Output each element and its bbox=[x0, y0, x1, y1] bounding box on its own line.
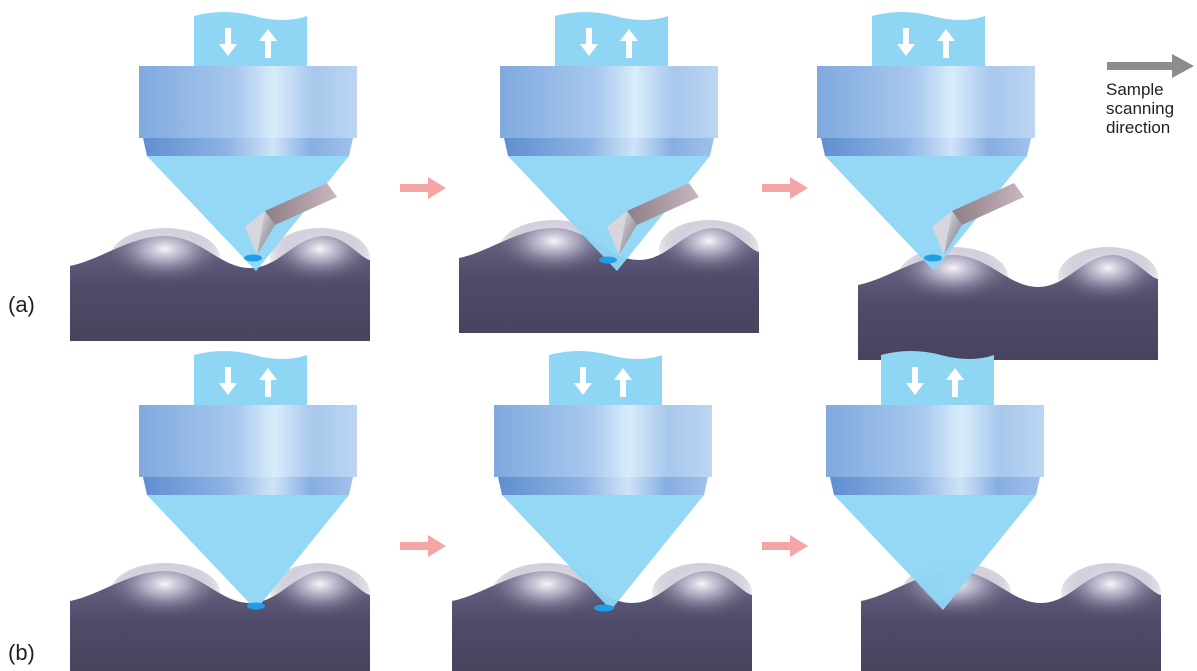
step-arrow-icon bbox=[400, 177, 446, 199]
objective-lens bbox=[826, 351, 1044, 610]
row-label-b: (b) bbox=[8, 640, 35, 665]
direction-line-1: Sample bbox=[1106, 80, 1164, 99]
direction-line-3: direction bbox=[1106, 118, 1171, 137]
row-b bbox=[70, 351, 1161, 671]
panel-b2 bbox=[452, 351, 752, 671]
panel-b1 bbox=[70, 351, 370, 671]
step-arrow-b1 bbox=[400, 535, 446, 557]
sample-surface bbox=[858, 247, 1158, 360]
step-arrow-a2 bbox=[762, 177, 808, 199]
focus-spot bbox=[244, 254, 262, 262]
focus-spot bbox=[924, 254, 942, 262]
direction-arrow-icon bbox=[1107, 54, 1194, 78]
focus-spot bbox=[594, 604, 614, 612]
row-a bbox=[70, 12, 1158, 360]
step-arrow-b2 bbox=[762, 535, 808, 557]
objective-lens bbox=[817, 12, 1035, 271]
sample-surface bbox=[861, 563, 1161, 671]
panel-a1 bbox=[70, 12, 370, 341]
focus-spot bbox=[247, 602, 265, 610]
step-arrow-a1 bbox=[400, 177, 446, 199]
focus-spot bbox=[599, 256, 617, 264]
sample-surface bbox=[70, 563, 370, 671]
sample-surface bbox=[70, 228, 370, 341]
step-arrow-icon bbox=[762, 177, 808, 199]
panel-a3 bbox=[817, 12, 1158, 360]
step-arrow-icon bbox=[400, 535, 446, 557]
step-arrow-icon bbox=[762, 535, 808, 557]
row-label-a: (a) bbox=[8, 292, 35, 317]
panel-a2 bbox=[459, 12, 759, 333]
direction-line-2: scanning bbox=[1106, 99, 1175, 118]
scanning-direction-label: Sample scanning direction bbox=[1106, 80, 1196, 137]
panel-b3 bbox=[826, 351, 1161, 671]
